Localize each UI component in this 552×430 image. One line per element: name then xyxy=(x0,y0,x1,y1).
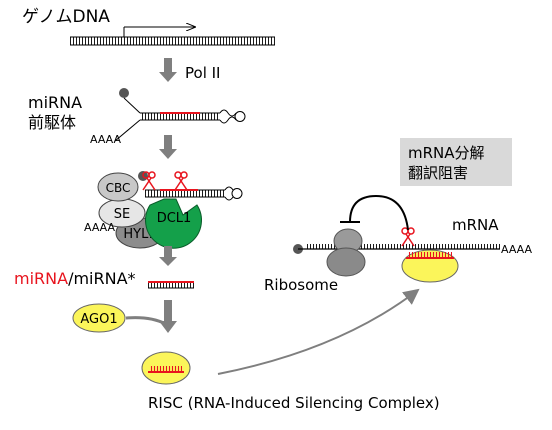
genomic-dna xyxy=(70,36,275,46)
ago1-loading-arrow xyxy=(125,300,177,333)
scissors-icon-1 xyxy=(142,171,156,191)
inhibition-arc xyxy=(340,194,409,231)
precursor-label-line1: miRNA xyxy=(28,93,82,112)
scissors-icon-2 xyxy=(174,171,188,191)
risc-label: RISC (RNA-Induced Silencing Complex) xyxy=(148,394,440,412)
ribosome xyxy=(326,228,366,277)
risc-complex xyxy=(141,351,191,385)
ribosome-label: Ribosome xyxy=(264,276,338,294)
effect-line1: mRNA分解 xyxy=(408,144,485,162)
processing-arrow xyxy=(159,135,177,159)
mrna-strand xyxy=(293,244,500,254)
pol-ii-arrow xyxy=(159,58,177,82)
precursor-label-line2: 前駆体 xyxy=(28,113,76,132)
complex-polya: AAAA xyxy=(84,221,115,234)
effect-line2: 翻訳阻害 xyxy=(408,164,468,182)
duplex-arrow xyxy=(159,246,177,266)
mirna-label: miRNA xyxy=(14,269,68,288)
target-risc xyxy=(401,249,459,283)
processing-complex-rna xyxy=(138,171,243,201)
mirna-star-label: /miRNA* xyxy=(68,269,135,288)
mrna-label: mRNA xyxy=(452,216,499,234)
cbc-protein: CBC xyxy=(97,172,139,202)
transcription-start-arrow xyxy=(123,27,195,37)
pol-ii-label: Pol II xyxy=(185,64,220,82)
cbc-label: CBC xyxy=(106,181,131,195)
mirna-precursor xyxy=(114,88,246,142)
dcl1-label: DCL1 xyxy=(157,211,192,226)
mirna-duplex xyxy=(148,281,194,289)
genome-label: ゲノムDNA xyxy=(22,7,110,27)
dcl1-protein: DCL1 xyxy=(145,198,202,249)
ago1-protein: AGO1 xyxy=(72,303,126,333)
risc-to-target-arrow xyxy=(217,288,420,375)
mirna-duplex-label: miRNA/miRNA* xyxy=(14,269,136,288)
precursor-polya: AAAA xyxy=(90,133,121,146)
scissors-icon-3 xyxy=(401,227,415,247)
ago1-label: AGO1 xyxy=(80,312,117,327)
effect-box: mRNA分解 翻訳阻害 xyxy=(400,138,512,186)
se-label: SE xyxy=(114,207,130,222)
mrna-polya: AAAA xyxy=(501,243,532,256)
